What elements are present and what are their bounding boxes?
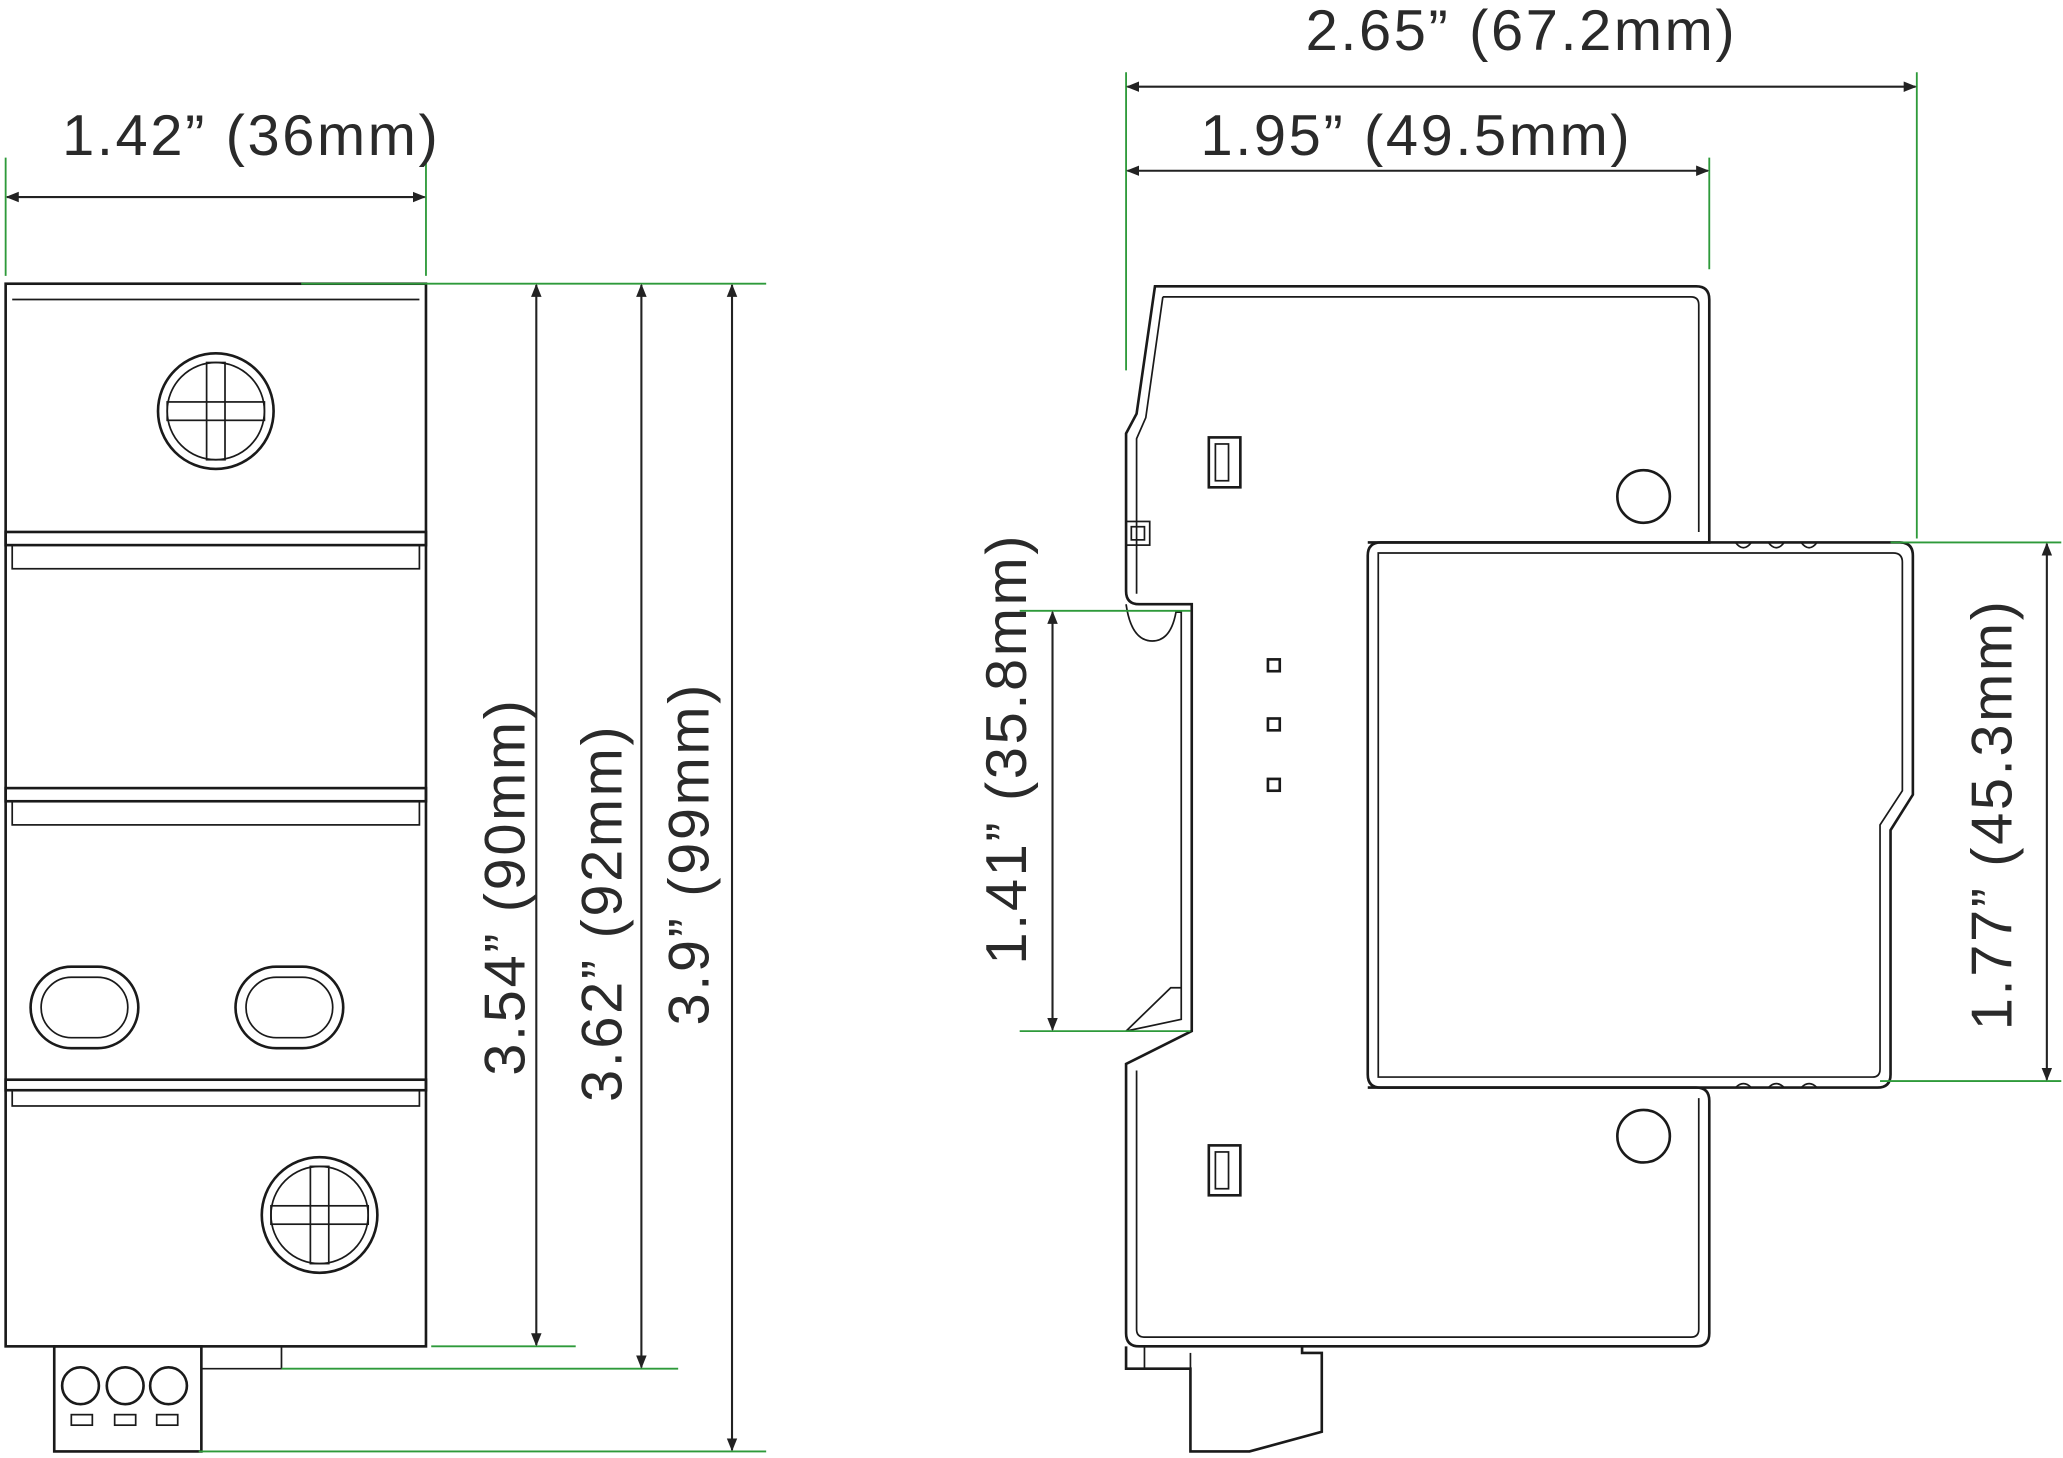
din-clip bbox=[1124, 1346, 1324, 1453]
front-view: 1.42” (36mm) 3.54” (90mm) 3.62” (92mm) 3… bbox=[4, 104, 767, 1453]
terminal-block bbox=[52, 1345, 283, 1453]
module-height-label: 1.77” (45.3mm) bbox=[1960, 599, 2024, 1031]
din-rail-label: 1.41” (35.8mm) bbox=[975, 533, 1039, 965]
height-label-90mm: 3.54” (90mm) bbox=[473, 697, 537, 1075]
oval-hole-right bbox=[234, 965, 345, 1050]
overall-depth-label: 2.65” (67.2mm) bbox=[1306, 0, 1738, 63]
screw-top-icon bbox=[156, 352, 275, 471]
side-view: 2.65” (67.2mm) 1.95” (49.5mm) 1.41” (35.… bbox=[975, 0, 2062, 1453]
height-label-92mm: 3.62” (92mm) bbox=[571, 724, 635, 1102]
body-depth-label: 1.95” (49.5mm) bbox=[1200, 104, 1632, 168]
height-label-99mm: 3.9” (99mm) bbox=[657, 682, 721, 1026]
module bbox=[1367, 541, 1915, 1089]
screw-bottom-icon bbox=[260, 1155, 379, 1275]
width-label: 1.42” (36mm) bbox=[62, 104, 440, 168]
oval-hole-left bbox=[29, 965, 140, 1050]
